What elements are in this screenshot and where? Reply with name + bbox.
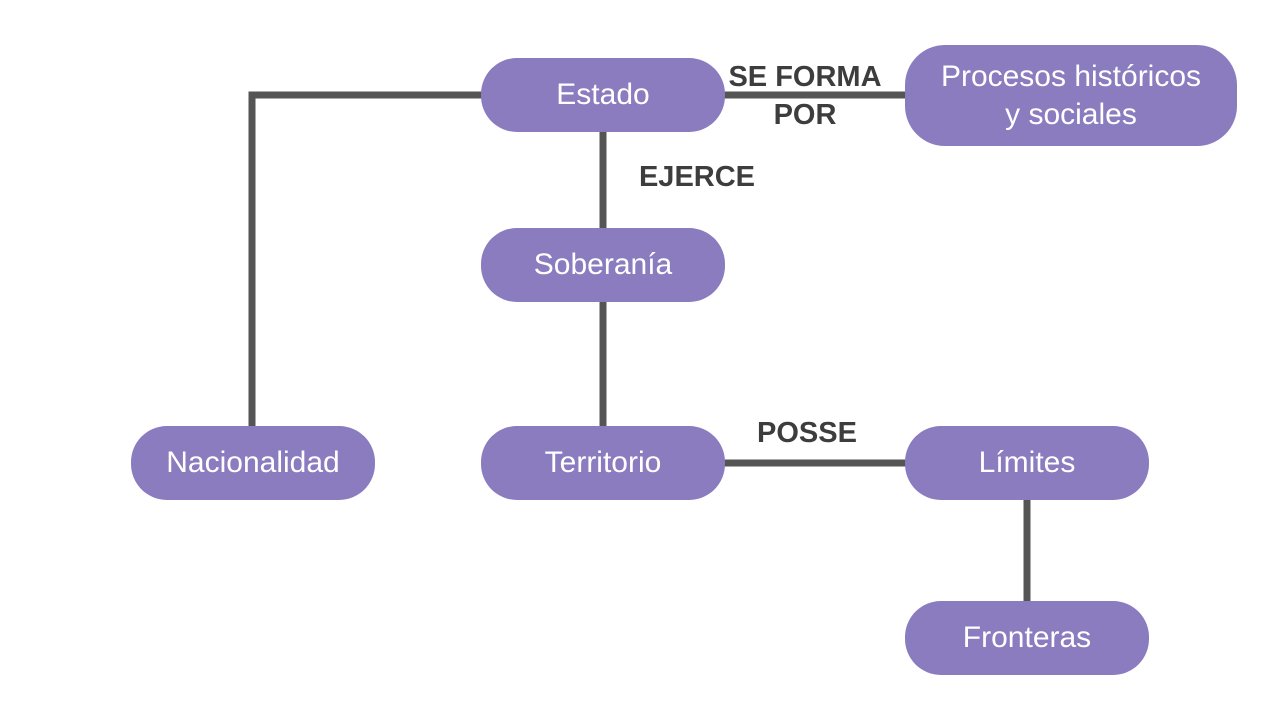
node-estado: Estado — [481, 58, 725, 132]
node-territorio: Territorio — [481, 426, 725, 500]
node-fronteras: Fronteras — [905, 601, 1149, 675]
node-nacionalidad: Nacionalidad — [131, 426, 375, 500]
edge-label-ejerce: EJERCE — [638, 161, 756, 193]
connector-estado-nacionalidad — [248, 91, 482, 427]
node-soberania: Soberanía — [481, 228, 725, 302]
edge-label-se-forma-por: SE FORMA POR — [728, 61, 882, 131]
edge-label-posse: POSSE — [757, 417, 857, 449]
node-limites: Límites — [905, 426, 1149, 500]
node-procesos-historicos: Procesos históricos y sociales — [905, 45, 1237, 146]
